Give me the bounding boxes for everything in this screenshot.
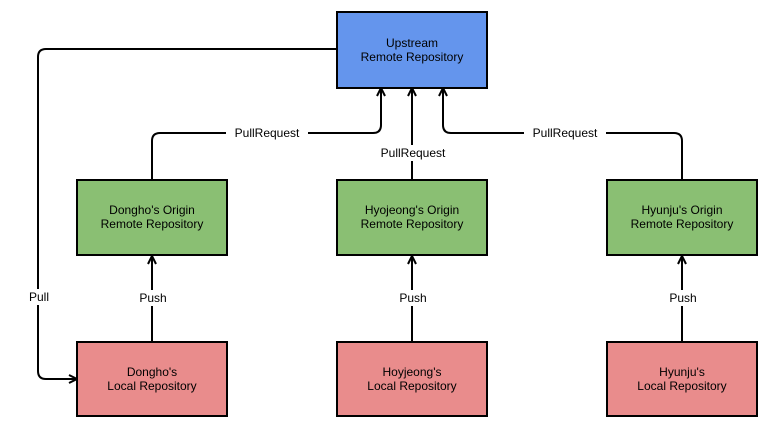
svg-text:Remote Repository: Remote Repository bbox=[361, 217, 464, 231]
svg-text:Remote Repository: Remote Repository bbox=[101, 217, 204, 231]
svg-text:Hoyjeong's: Hoyjeong's bbox=[383, 365, 442, 379]
dongho-origin-remote-repository: Dongho's Origin Remote Repository bbox=[76, 179, 228, 256]
svg-text:Upstream: Upstream bbox=[386, 36, 438, 50]
svg-text:Dongho's: Dongho's bbox=[127, 365, 177, 379]
svg-text:Local Repository: Local Repository bbox=[637, 379, 726, 393]
pull-request-label-hyojeong: PullRequest bbox=[372, 145, 454, 161]
upstream-remote-repository: Upstream Remote Repository bbox=[336, 11, 488, 89]
svg-text:PullRequest: PullRequest bbox=[235, 126, 300, 140]
hyunju-local-repository: Hyunju's Local Repository bbox=[606, 341, 758, 417]
push-label-hyunju: Push bbox=[664, 290, 702, 306]
svg-text:Hyojeong's Origin: Hyojeong's Origin bbox=[365, 203, 459, 217]
svg-text:Dongho's Origin: Dongho's Origin bbox=[109, 203, 195, 217]
svg-text:PullRequest: PullRequest bbox=[381, 146, 446, 160]
hoyjeong-local-repository: Hoyjeong's Local Repository bbox=[336, 341, 488, 417]
svg-text:Push: Push bbox=[669, 291, 696, 305]
svg-text:Push: Push bbox=[139, 291, 166, 305]
dongho-local-repository: Dongho's Local Repository bbox=[76, 341, 228, 417]
svg-text:Local Repository: Local Repository bbox=[367, 379, 456, 393]
pull-request-label-dongho: PullRequest bbox=[226, 125, 308, 141]
svg-text:PullRequest: PullRequest bbox=[533, 126, 598, 140]
svg-text:Pull: Pull bbox=[29, 290, 49, 304]
svg-text:Local Repository: Local Repository bbox=[107, 379, 196, 393]
push-label-hyojeong: Push bbox=[394, 290, 432, 306]
hyojeong-origin-remote-repository: Hyojeong's Origin Remote Repository bbox=[336, 179, 488, 256]
pull-arrow bbox=[37, 48, 337, 384]
svg-text:Push: Push bbox=[399, 291, 426, 305]
push-label-dongho: Push bbox=[134, 290, 172, 306]
pull-request-label-hyunju: PullRequest bbox=[524, 125, 606, 141]
pull-label: Pull bbox=[24, 289, 54, 305]
svg-text:Remote Repository: Remote Repository bbox=[361, 50, 464, 64]
svg-text:Hyunju's: Hyunju's bbox=[659, 365, 705, 379]
svg-text:Remote Repository: Remote Repository bbox=[631, 217, 734, 231]
hyunju-origin-remote-repository: Hyunju's Origin Remote Repository bbox=[606, 179, 758, 256]
svg-text:Hyunju's Origin: Hyunju's Origin bbox=[642, 203, 723, 217]
